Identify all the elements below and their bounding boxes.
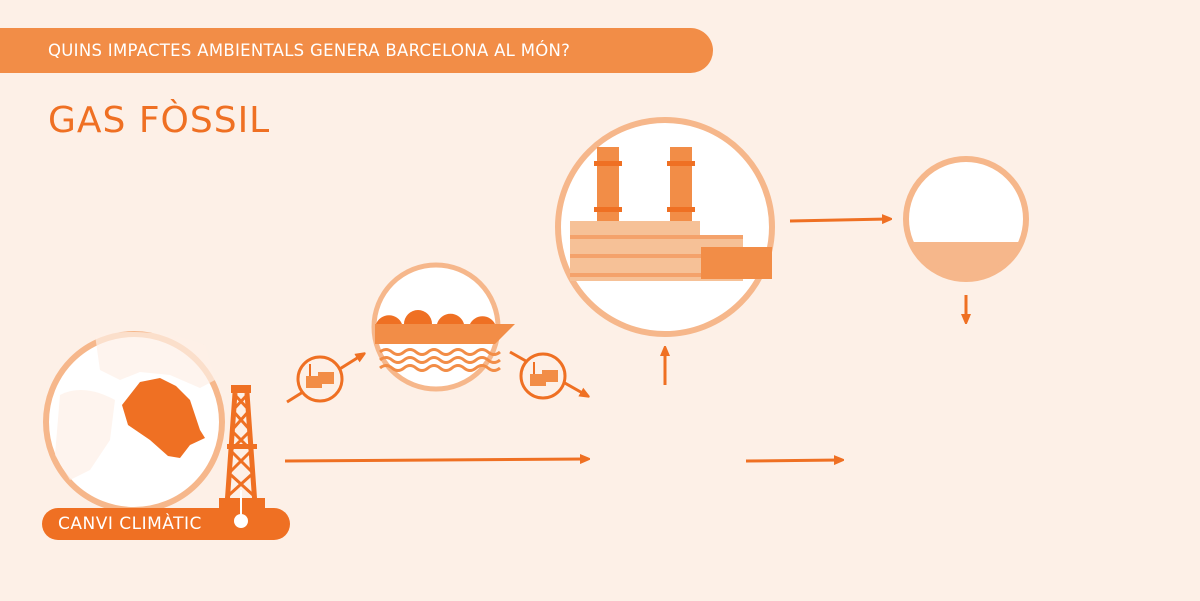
landmass-europe bbox=[95, 332, 215, 388]
arrow-plant-to-grid bbox=[789, 219, 888, 221]
arrow-rig-to-pipeline bbox=[284, 459, 586, 461]
algeria-map-icon bbox=[122, 378, 205, 458]
lng-ship-stage bbox=[371, 262, 515, 392]
landmass-africa-west bbox=[55, 390, 115, 480]
small-gas-plant-icon-1 bbox=[296, 355, 344, 403]
waves-icon bbox=[379, 348, 501, 372]
small-gas-plant-icon-2 bbox=[519, 352, 567, 400]
lng-tanks-icon bbox=[376, 310, 495, 324]
impact-badge-label: CANVI CLIMÀTIC bbox=[58, 514, 202, 534]
thermometer-bulb bbox=[234, 514, 248, 528]
header-banner: QUINS IMPACTES AMBIENTALS GENERA BARCELO… bbox=[0, 28, 713, 73]
power-plant-stage bbox=[555, 117, 775, 337]
arrow-pipeline-to-home bbox=[745, 460, 840, 461]
oil-rig-icon bbox=[219, 385, 265, 510]
climate-change-badge bbox=[42, 490, 290, 540]
ship-hull-icon bbox=[375, 324, 515, 344]
extraction-stage bbox=[43, 331, 225, 513]
page-title: GAS FÒSSIL bbox=[48, 100, 271, 141]
electric-grid-stage bbox=[903, 156, 1029, 282]
banner-text: QUINS IMPACTES AMBIENTALS GENERA BARCELO… bbox=[48, 41, 571, 60]
